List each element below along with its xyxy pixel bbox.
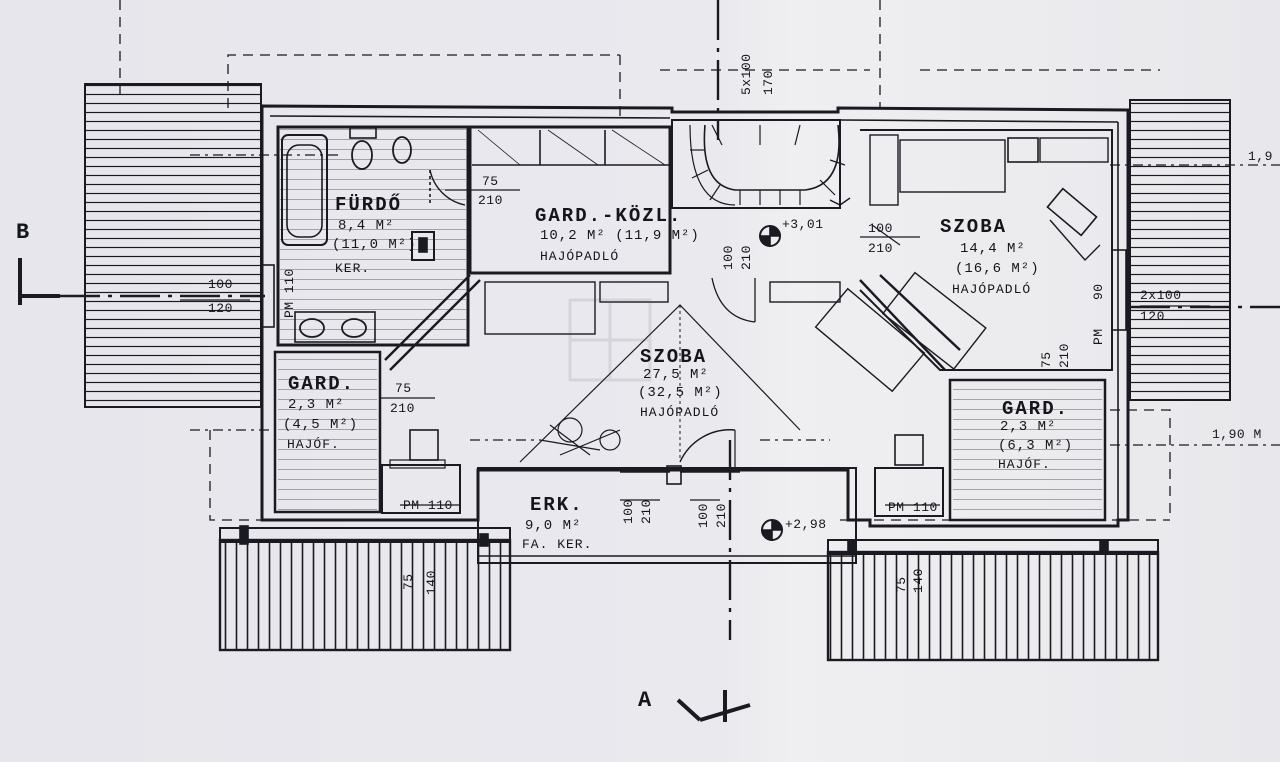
- dim-stair: 5x100: [739, 53, 754, 95]
- room-area-gard-right: 2,3 M²: [1000, 419, 1057, 435]
- axis-lines: [60, 0, 1280, 640]
- watermark-logo: [568, 298, 652, 382]
- dim-right-door-h: 210: [868, 241, 893, 256]
- central-room-walls: [384, 274, 481, 371]
- dim-balcony-door1-h: 210: [639, 499, 654, 524]
- wardrobe-corridor-walls: [468, 125, 672, 275]
- dim-right-terrace-140: 140: [911, 568, 926, 593]
- room-floor-furdo: KER.: [335, 261, 371, 276]
- level-lower: +2,98: [785, 517, 827, 532]
- dim-right-window-120: 120: [1140, 309, 1165, 324]
- room-area-alt-furdo: (11,0 M²): [332, 237, 417, 253]
- room-area-gard-kozl: 10,2 M² (11,9 M²): [540, 228, 700, 244]
- room-name-erkely: ERK.: [530, 494, 584, 516]
- dim-stair-door-h: 210: [739, 245, 754, 270]
- room-name-gard-left: GARD.: [288, 373, 356, 395]
- dim-right-terrace-75: 75: [894, 576, 909, 593]
- dim-left-window-h: 120: [208, 301, 233, 316]
- room-name-furdo: FÜRDŐ: [335, 194, 403, 216]
- dim-bath-door-w: 75: [482, 174, 499, 189]
- room-name-szoba-right: SZOBA: [940, 216, 1008, 238]
- room-floor-szoba-right: HAJÓPADLÓ: [952, 282, 1032, 297]
- room-area-szoba-right: 14,4 M²: [960, 241, 1026, 257]
- room-area-alt-szoba-center: (32,5 M²): [638, 385, 723, 401]
- dim-balcony-door2-h: 210: [714, 503, 729, 528]
- dim-gard-left-door-w: 75: [395, 381, 412, 396]
- staircase: [671, 119, 841, 209]
- dim-ext-right-top: 1,9: [1248, 149, 1273, 164]
- level-marker-upper: [759, 225, 781, 247]
- room-area-alt-szoba-right: (16,6 M²): [955, 261, 1040, 277]
- dim-right-pm: PM: [1091, 328, 1106, 345]
- dim-balcony-door2-w: 100: [696, 503, 711, 528]
- room-floor-gard-kozl: HAJÓPADLÓ: [540, 249, 620, 264]
- dim-right-window-90: 90: [1091, 283, 1106, 300]
- dim-gard-right-door-h: 210: [1057, 343, 1072, 368]
- room-floor-szoba-center: HAJÓPADLÓ: [640, 405, 720, 420]
- left-roof-slab: [84, 83, 262, 408]
- dim-stair-door-w: 100: [721, 245, 736, 270]
- washbasins: [294, 311, 376, 343]
- heater: [411, 231, 435, 261]
- bidet: [392, 136, 412, 164]
- room-area-gard-left: 2,3 M²: [288, 397, 345, 413]
- left-wardrobe: [273, 350, 382, 514]
- right-room-sink: [1007, 137, 1039, 163]
- dim-pm110-right: PM 110: [888, 500, 938, 515]
- dim-bath-door-h: 210: [478, 193, 503, 208]
- right-room-desk-chair: [1046, 187, 1098, 237]
- bottom-right-terrace: [826, 550, 1160, 662]
- dim-left-window-w: 100: [208, 277, 233, 292]
- dim-gard-right-door-w: 75: [1039, 351, 1054, 368]
- dim-left-terrace-140: 140: [424, 570, 439, 595]
- room-floor-gard-right: HAJÓF.: [998, 457, 1051, 472]
- axis-b-label: B: [16, 220, 31, 245]
- room-floor-erkely: FA. KER.: [522, 537, 593, 552]
- room-floor-gard-left: HAJÓF.: [287, 437, 340, 452]
- toilet: [351, 140, 373, 170]
- dim-right-window-2x100: 2x100: [1140, 288, 1182, 303]
- room-name-gard-right: GARD.: [1002, 398, 1070, 420]
- dim-gard-left-door-h: 210: [390, 401, 415, 416]
- dim-pm110-left: PM 110: [403, 498, 453, 513]
- axis-a-label: A: [638, 688, 653, 713]
- bathroom-walls: [276, 125, 470, 347]
- room-name-gard-kozl: GARD.-KÖZL.: [535, 205, 683, 227]
- dim-stair-height: 170: [761, 70, 776, 95]
- dim-left-terrace-75: 75: [401, 573, 416, 590]
- dim-pm110-bath: PM 110: [282, 268, 297, 318]
- level-upper: +3,01: [782, 217, 824, 232]
- room-area-szoba-center: 27,5 M²: [643, 367, 709, 383]
- right-wardrobe: [948, 378, 1107, 522]
- bathtub: [281, 134, 328, 246]
- room-area-erkely: 9,0 M²: [525, 518, 582, 534]
- dim-right-door-w: 100: [868, 221, 893, 236]
- dim-ext-right-mid: 1,90 M: [1212, 427, 1262, 442]
- right-roof-slab: [1129, 99, 1231, 401]
- room-area-furdo: 8,4 M²: [338, 218, 395, 234]
- axis-b-marker: [18, 258, 60, 305]
- axis-a-marker: [676, 690, 751, 722]
- level-marker-lower: [761, 519, 783, 541]
- room-area-alt-gard-left: (4,5 M²): [283, 417, 359, 433]
- room-name-szoba-center: SZOBA: [640, 346, 708, 368]
- dim-balcony-door1-w: 100: [621, 499, 636, 524]
- room-area-alt-gard-right: (6,3 M²): [998, 438, 1074, 454]
- bottom-left-terrace: [218, 538, 512, 652]
- plant-icon: [539, 417, 621, 456]
